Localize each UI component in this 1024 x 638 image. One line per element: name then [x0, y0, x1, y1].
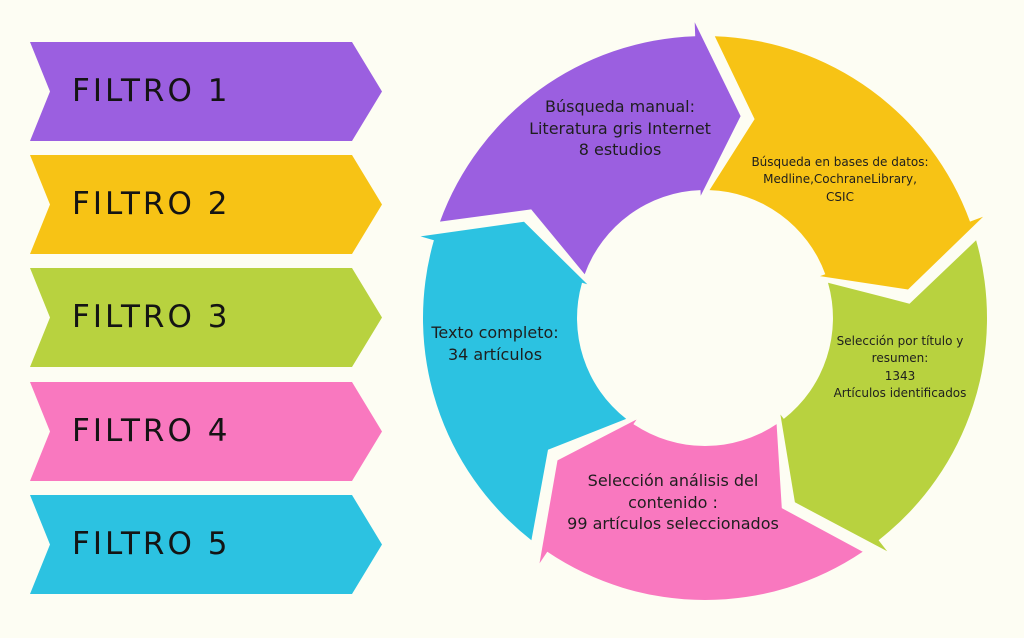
segment-5-line-1: Texto completo: — [431, 323, 559, 342]
segment-2-line-3: CSIC — [826, 189, 854, 204]
ribbon-polygon-3 — [30, 268, 382, 367]
segment-1-line-2: Literatura gris Internet — [529, 118, 711, 138]
filter-label-5: FILTRO 5 — [72, 526, 231, 562]
filter-ribbon-3: FILTRO 3 — [30, 268, 382, 367]
ribbon-shape-1 — [30, 42, 382, 141]
segment-4-line-1: Selección análisis del — [587, 471, 759, 490]
segment-5-line-2: 34 artículos — [447, 344, 543, 364]
filter-label-2: FILTRO 2 — [72, 186, 231, 222]
segment-label-content-analysis: Selección análisis del contenido : 99 ar… — [553, 470, 793, 535]
filter-ribbon-1: FILTRO 1 — [30, 42, 382, 141]
filter-ribbon-5: FILTRO 5 — [30, 495, 382, 594]
ribbon-polygon-4 — [30, 382, 382, 481]
ribbon-polygon-1 — [30, 42, 382, 141]
filter-label-4: FILTRO 4 — [72, 413, 231, 449]
cycle-segment-1 — [440, 22, 741, 275]
segment-label-full-text: Texto completo: 34 artículos — [415, 322, 575, 365]
segment-3-line-3: 1343 — [884, 368, 916, 383]
segment-1-line-3: 8 estudios — [578, 140, 662, 160]
ribbon-shape-5 — [30, 495, 382, 594]
cycle-segment-3 — [780, 240, 988, 552]
segment-3-line-1: Selección por título y — [836, 334, 964, 348]
segment-2-line-2: Medline,CochraneLibrary, — [763, 172, 917, 187]
filter-label-1: FILTRO 1 — [72, 73, 231, 109]
ribbon-polygon-5 — [30, 495, 382, 594]
segment-4-line-3: 99 artículos seleccionados — [567, 514, 779, 534]
segment-2-line-1: Búsqueda en bases de datos: — [751, 155, 929, 169]
segment-1-line-1: Búsqueda manual: — [545, 97, 695, 116]
segment-label-title-abstract-selection: Selección por título y resumen: 1343 Art… — [825, 333, 975, 403]
segment-label-database-search: Búsqueda en bases de datos: Medline,Coch… — [735, 154, 945, 206]
cycle-segment-5 — [420, 221, 627, 541]
filter-ribbon-2: FILTRO 2 — [30, 155, 382, 254]
filter-label-3: FILTRO 3 — [72, 299, 231, 335]
ribbon-shape-3 — [30, 268, 382, 367]
segment-4-line-2: contenido : — [628, 492, 718, 512]
segment-label-manual-search: Búsqueda manual: Literatura gris Interne… — [500, 96, 740, 161]
ribbon-shape-2 — [30, 155, 382, 254]
segment-3-line-2: resumen: — [871, 351, 929, 366]
ribbon-shape-4 — [30, 382, 382, 481]
cycle-segment-4 — [539, 419, 863, 601]
cycle-segment-2 — [709, 36, 984, 290]
ribbon-polygon-2 — [30, 155, 382, 254]
filter-ribbon-4: FILTRO 4 — [30, 382, 382, 481]
segment-3-line-4: Artículos identificados — [833, 386, 967, 401]
